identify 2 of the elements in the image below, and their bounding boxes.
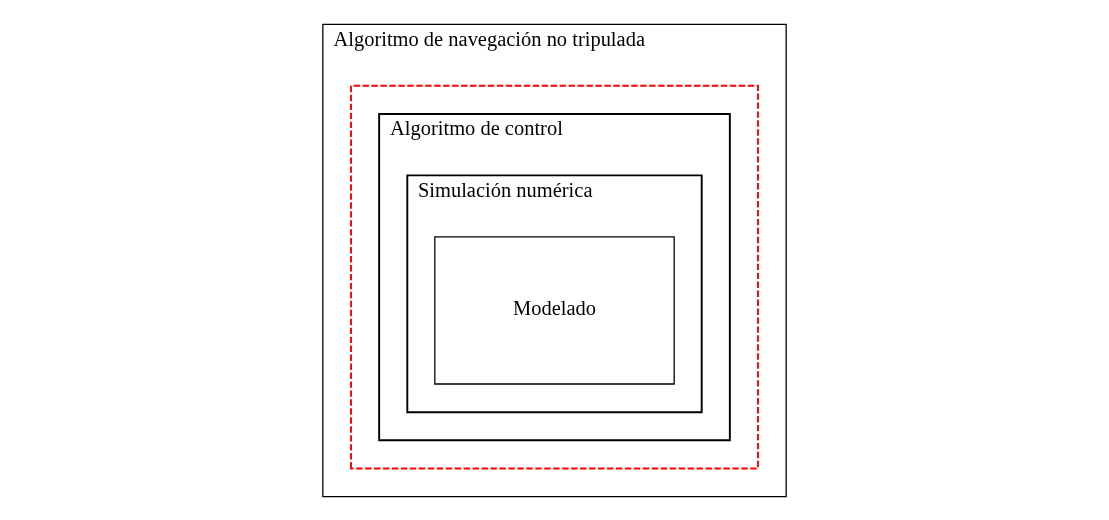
cluster <box>350 84 759 469</box>
node-box: Modelado <box>434 235 675 385</box>
